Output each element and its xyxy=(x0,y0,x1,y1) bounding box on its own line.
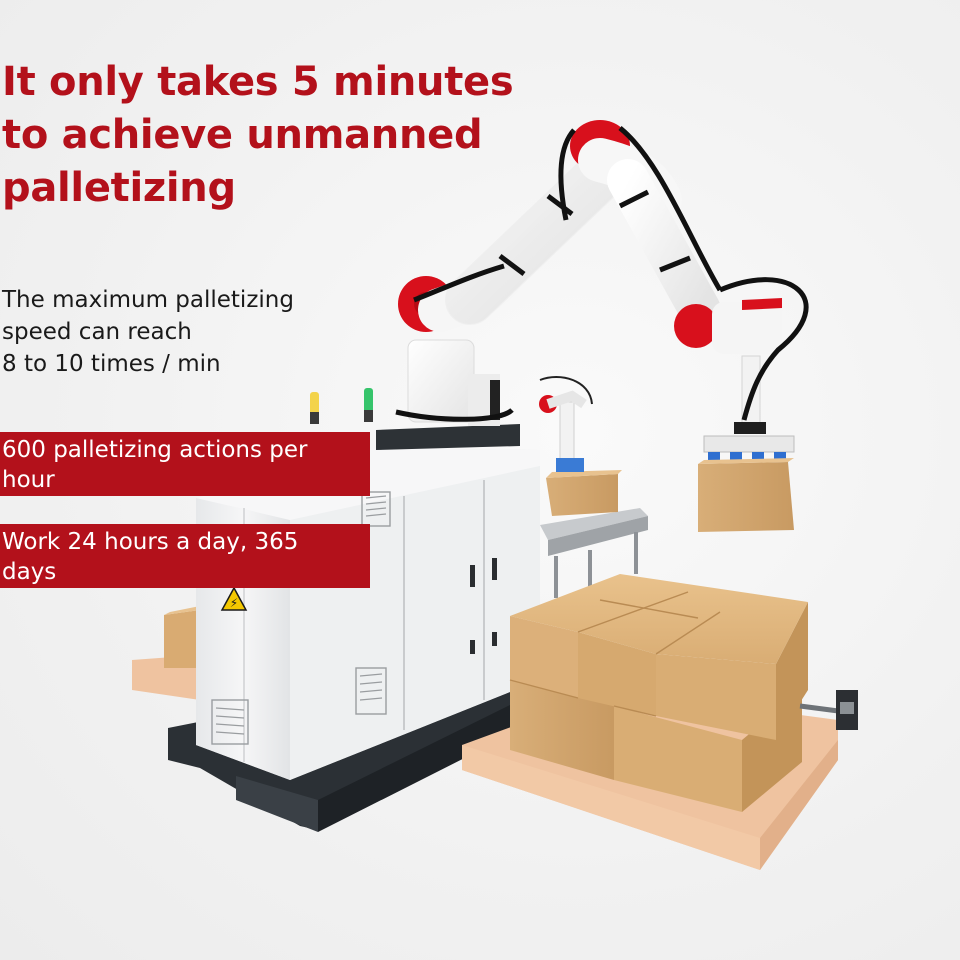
banner-line: days xyxy=(2,559,57,585)
work-hours-banner: Work 24 hours a day, 365 days xyxy=(0,524,370,588)
headline-line: palletizing xyxy=(2,165,236,211)
speed-note-line: 8 to 10 times / min xyxy=(2,351,221,377)
floor-sensor xyxy=(799,690,858,730)
headline-line: It only takes 5 minutes xyxy=(2,59,514,105)
actions-per-hour-banner: 600 palletizing actions per hour xyxy=(0,432,370,496)
banner-line: hour xyxy=(2,467,55,493)
banner-line: 600 palletizing actions per xyxy=(2,437,308,463)
headline: It only takes 5 minutes to achieve unman… xyxy=(2,56,522,215)
speed-note-line: The maximum palletizing xyxy=(2,287,294,313)
robot-arm xyxy=(395,120,809,532)
speed-note: The maximum palletizing speed can reach … xyxy=(2,284,342,380)
box-stack xyxy=(462,574,838,870)
back-conveyor xyxy=(539,376,648,598)
headline-line: to achieve unmanned xyxy=(2,112,483,158)
banner-line: Work 24 hours a day, 365 xyxy=(2,529,299,555)
svg-text:⚡: ⚡ xyxy=(230,596,238,610)
speed-note-line: speed can reach xyxy=(2,319,192,345)
left-pallet xyxy=(132,605,205,700)
